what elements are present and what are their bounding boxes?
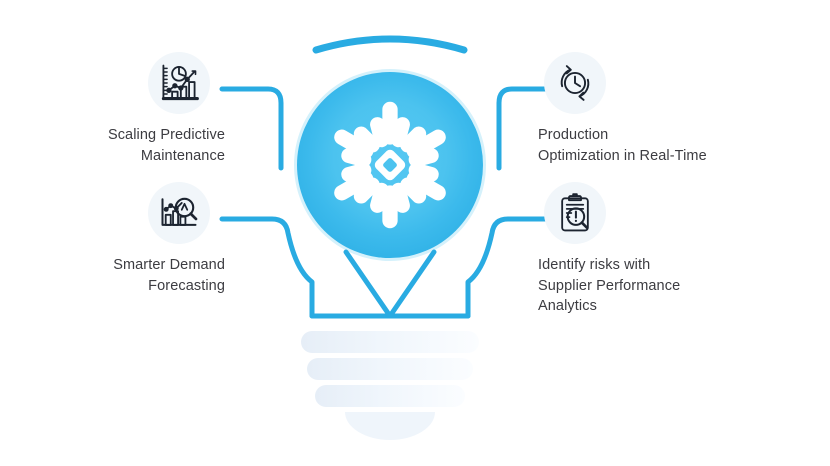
node-predictive-maintenance[interactable]: Scaling Predictive Maintenance xyxy=(40,52,225,166)
node-supplier-risk-analytics-label: Identify risks with Supplier Performance… xyxy=(538,257,681,315)
node-predictive-maintenance-label: Scaling Predictive Maintenance xyxy=(107,127,225,164)
clock-refresh-icon xyxy=(560,65,590,101)
bulb-outline-lower-right xyxy=(465,216,561,319)
snowflake-logo xyxy=(334,101,446,229)
bulb-base-tip xyxy=(345,412,435,440)
node-production-optimization-label: Production Optimization in Real-Time xyxy=(538,127,707,164)
growth-chart-pie-icon-wrapper xyxy=(148,52,210,114)
clock-refresh-icon-wrapper xyxy=(544,52,606,114)
bulb-outline-lower-left xyxy=(219,216,315,319)
bulb-base-bar-2 xyxy=(307,358,473,380)
node-production-optimization[interactable]: Production Optimization in Real-Time xyxy=(538,52,773,166)
bulb-outline-upper-right xyxy=(496,86,561,171)
bulb-filament xyxy=(343,249,437,319)
bulb-outline-upper-left xyxy=(219,86,284,171)
bulb-base-bar-1 xyxy=(301,331,479,353)
bulb-base-bar-3 xyxy=(315,385,465,407)
bulb-shine-arc xyxy=(312,35,468,54)
bar-chart-magnifier-icon xyxy=(161,197,198,226)
node-demand-forecasting[interactable]: Smarter Demand Forecasting xyxy=(40,182,225,296)
clipboard-magnifier-alert-icon xyxy=(561,193,589,232)
bar-chart-magnifier-icon-wrapper xyxy=(148,182,210,244)
clipboard-magnifier-alert-icon-wrapper xyxy=(544,182,606,244)
growth-chart-pie-icon xyxy=(161,64,199,101)
node-supplier-risk-analytics[interactable]: Identify risks with Supplier Performance… xyxy=(538,182,773,317)
node-demand-forecasting-label: Smarter Demand Forecasting xyxy=(113,257,225,294)
